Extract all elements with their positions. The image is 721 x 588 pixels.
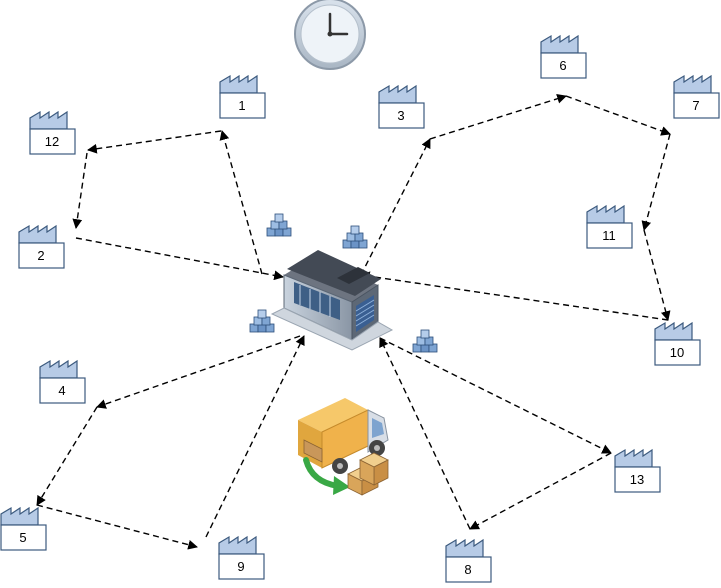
route-arrow xyxy=(87,130,222,154)
factory-icon: 9 xyxy=(218,535,265,580)
factory-roof xyxy=(29,110,68,130)
factory-label: 8 xyxy=(464,562,471,577)
factory-label: 5 xyxy=(19,530,26,545)
factory-label: 4 xyxy=(58,383,65,398)
delivery-truck-icon xyxy=(298,398,389,496)
box-stack-icon xyxy=(249,309,275,333)
factory-body xyxy=(29,128,76,155)
factory-label: 10 xyxy=(670,345,684,360)
route-arrow xyxy=(641,133,671,231)
route-arrow xyxy=(469,452,612,530)
factory-icon: 7 xyxy=(673,74,720,119)
box-stack-icon xyxy=(342,225,368,249)
factory-icon: 1 xyxy=(219,74,266,119)
factory-roof xyxy=(445,538,484,558)
factory-body xyxy=(219,92,266,119)
route-arrow xyxy=(219,130,263,275)
factory-icon: 2 xyxy=(18,224,65,269)
factory-roof xyxy=(614,448,653,468)
factory-label: 7 xyxy=(692,98,699,113)
factory-icon: 6 xyxy=(540,34,587,79)
factory-roof xyxy=(18,224,57,244)
box-stack-icon xyxy=(412,329,438,353)
route-arrow xyxy=(360,138,431,276)
factory-roof xyxy=(0,506,39,526)
factory-body xyxy=(540,52,587,79)
factory-icon: 11 xyxy=(586,204,633,249)
factory-body xyxy=(378,102,425,129)
route-arrow xyxy=(75,237,284,281)
route-arrow xyxy=(72,152,88,229)
factory-body xyxy=(614,466,661,493)
factory-icon: 12 xyxy=(29,110,76,155)
factory-roof xyxy=(218,535,257,555)
factory-roof xyxy=(586,204,625,224)
factory-body xyxy=(0,524,47,551)
factory-body xyxy=(586,222,633,249)
route-arrows xyxy=(36,93,671,550)
factory-body xyxy=(39,377,86,404)
factory-icon: 5 xyxy=(0,506,47,551)
factory-label: 12 xyxy=(45,134,59,149)
factory-label: 11 xyxy=(602,228,616,243)
factory-roof xyxy=(540,34,579,54)
factory-roof xyxy=(378,84,417,104)
route-arrow xyxy=(379,337,612,454)
factory-roof xyxy=(673,74,712,94)
factory-icon: 4 xyxy=(39,359,86,404)
factory-label: 6 xyxy=(559,58,566,73)
factory-label: 3 xyxy=(397,108,404,123)
factory-roof xyxy=(219,74,258,94)
box-stack-icon xyxy=(266,213,292,237)
factory-label: 2 xyxy=(37,248,44,263)
factory-roof xyxy=(39,359,78,379)
factory-label: 9 xyxy=(237,559,244,574)
route-arrow xyxy=(205,335,305,538)
factory-body xyxy=(18,242,65,269)
route-arrow xyxy=(565,95,671,136)
warehouse-icon xyxy=(270,250,394,351)
route-arrow xyxy=(36,504,198,550)
factory-label: 13 xyxy=(630,472,644,487)
factory-roof xyxy=(654,321,693,341)
factory-icon: 10 xyxy=(654,321,701,366)
factory-label: 1 xyxy=(238,98,245,113)
clock-icon xyxy=(294,0,366,70)
factory-icon: 8 xyxy=(445,538,492,583)
route-arrow xyxy=(360,271,669,321)
factory-icon: 3 xyxy=(378,84,425,129)
factory-body xyxy=(673,92,720,119)
factory-icon: 13 xyxy=(614,448,661,493)
factory-body xyxy=(218,553,265,580)
route-arrow xyxy=(379,337,471,530)
factory-body xyxy=(654,339,701,366)
route-arrow xyxy=(429,93,567,140)
route-arrow xyxy=(96,335,301,409)
factory-body xyxy=(445,556,492,583)
route-arrow xyxy=(36,406,98,506)
route-arrow xyxy=(643,229,671,321)
